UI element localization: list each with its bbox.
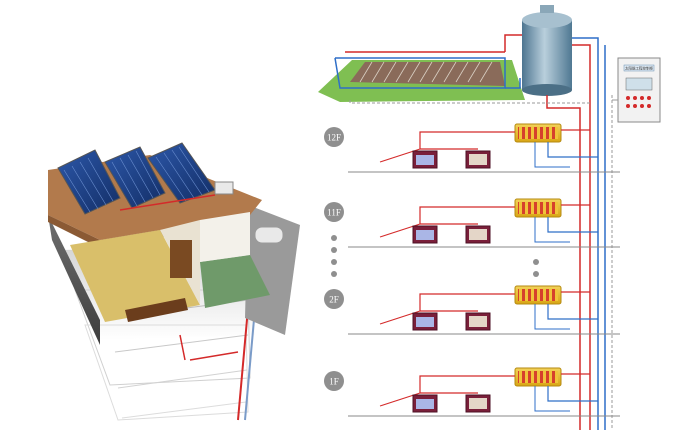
solar-collector-icon	[57, 149, 121, 215]
floor-badge-circle	[324, 127, 344, 147]
indicator-light	[626, 96, 630, 100]
floor-badge-circle	[324, 289, 344, 309]
outer-wall-left	[48, 215, 100, 345]
bathtub-basin	[416, 399, 434, 409]
storage-tank-icon	[522, 5, 572, 96]
indicator-light	[647, 96, 651, 100]
indicator-light	[633, 96, 637, 100]
living-room-floor	[70, 230, 200, 322]
floor-rows: 12F 11F 2F 1F	[324, 123, 620, 417]
hot-branch-pipe	[419, 293, 515, 311]
floor-row: 1F	[324, 367, 620, 417]
bathroom-floor	[200, 255, 270, 308]
floor-label: 12F	[327, 133, 341, 143]
floor-badge: 1F	[324, 371, 344, 391]
bathtub-basin	[416, 317, 434, 327]
heater-cold-link	[547, 217, 598, 233]
floor-row: 2F	[324, 285, 620, 335]
bathtub-basin	[416, 230, 434, 240]
floor-label: 1F	[329, 377, 339, 387]
cold-branch-pipe	[534, 304, 570, 330]
hot-supply-riser	[546, 95, 581, 430]
hot-riser	[572, 44, 591, 430]
sofa	[125, 298, 188, 322]
indicator-light	[633, 104, 637, 108]
building-cutaway-illustration	[48, 142, 300, 421]
basin-bowl	[469, 398, 487, 409]
system-schematic: 太阳能工程控制柜 12F 11F 2F 1F	[318, 5, 661, 430]
heater-cold-link	[547, 386, 598, 402]
floor-row: 12F	[324, 123, 620, 173]
floor-badge: 12F	[324, 127, 344, 147]
heater-element	[518, 371, 558, 383]
control-cabinet: 太阳能工程控制柜	[617, 57, 661, 123]
floor-label: 2F	[329, 295, 339, 305]
cold-riser	[572, 37, 599, 430]
basin-bowl	[469, 154, 487, 165]
basin-bowl	[469, 316, 487, 327]
solar-collector-array-icon	[350, 62, 505, 86]
heater-cold-link	[547, 304, 598, 320]
cold-branch-pipe	[534, 386, 570, 412]
hot-branch-pipe	[419, 375, 515, 393]
basin-bowl	[469, 229, 487, 240]
main-risers	[349, 34, 618, 430]
heater-element	[518, 202, 558, 214]
indicator-light	[647, 104, 651, 108]
collector-field	[318, 51, 525, 102]
heater-cold-link	[547, 142, 598, 158]
floor-badge-circle	[324, 371, 344, 391]
cold-branch-pipe	[534, 142, 570, 168]
omitted-floors-indicator	[331, 235, 539, 277]
control-cabinet-title: 太阳能工程控制柜	[625, 66, 653, 71]
indicator-light	[640, 104, 644, 108]
heater-element	[518, 127, 558, 139]
floor-label: 11F	[327, 208, 341, 218]
floor-row: 11F	[324, 198, 620, 248]
cold-branch-pipe	[534, 217, 570, 243]
roof-solar-collectors	[57, 142, 234, 215]
hot-branch-pipe	[419, 131, 515, 149]
floor-badge: 11F	[324, 202, 344, 222]
wall-water-heater-icon	[254, 226, 284, 244]
floor-badge: 2F	[324, 289, 344, 309]
roof-tank-icon	[214, 181, 234, 195]
bathtub-basin	[416, 155, 434, 165]
indicator-light	[626, 104, 630, 108]
indicator-light	[640, 96, 644, 100]
cabinet	[170, 240, 192, 278]
floor-badge-circle	[324, 202, 344, 222]
control-display	[625, 77, 653, 91]
hot-branch-pipe	[419, 206, 515, 224]
heater-element	[518, 289, 558, 301]
